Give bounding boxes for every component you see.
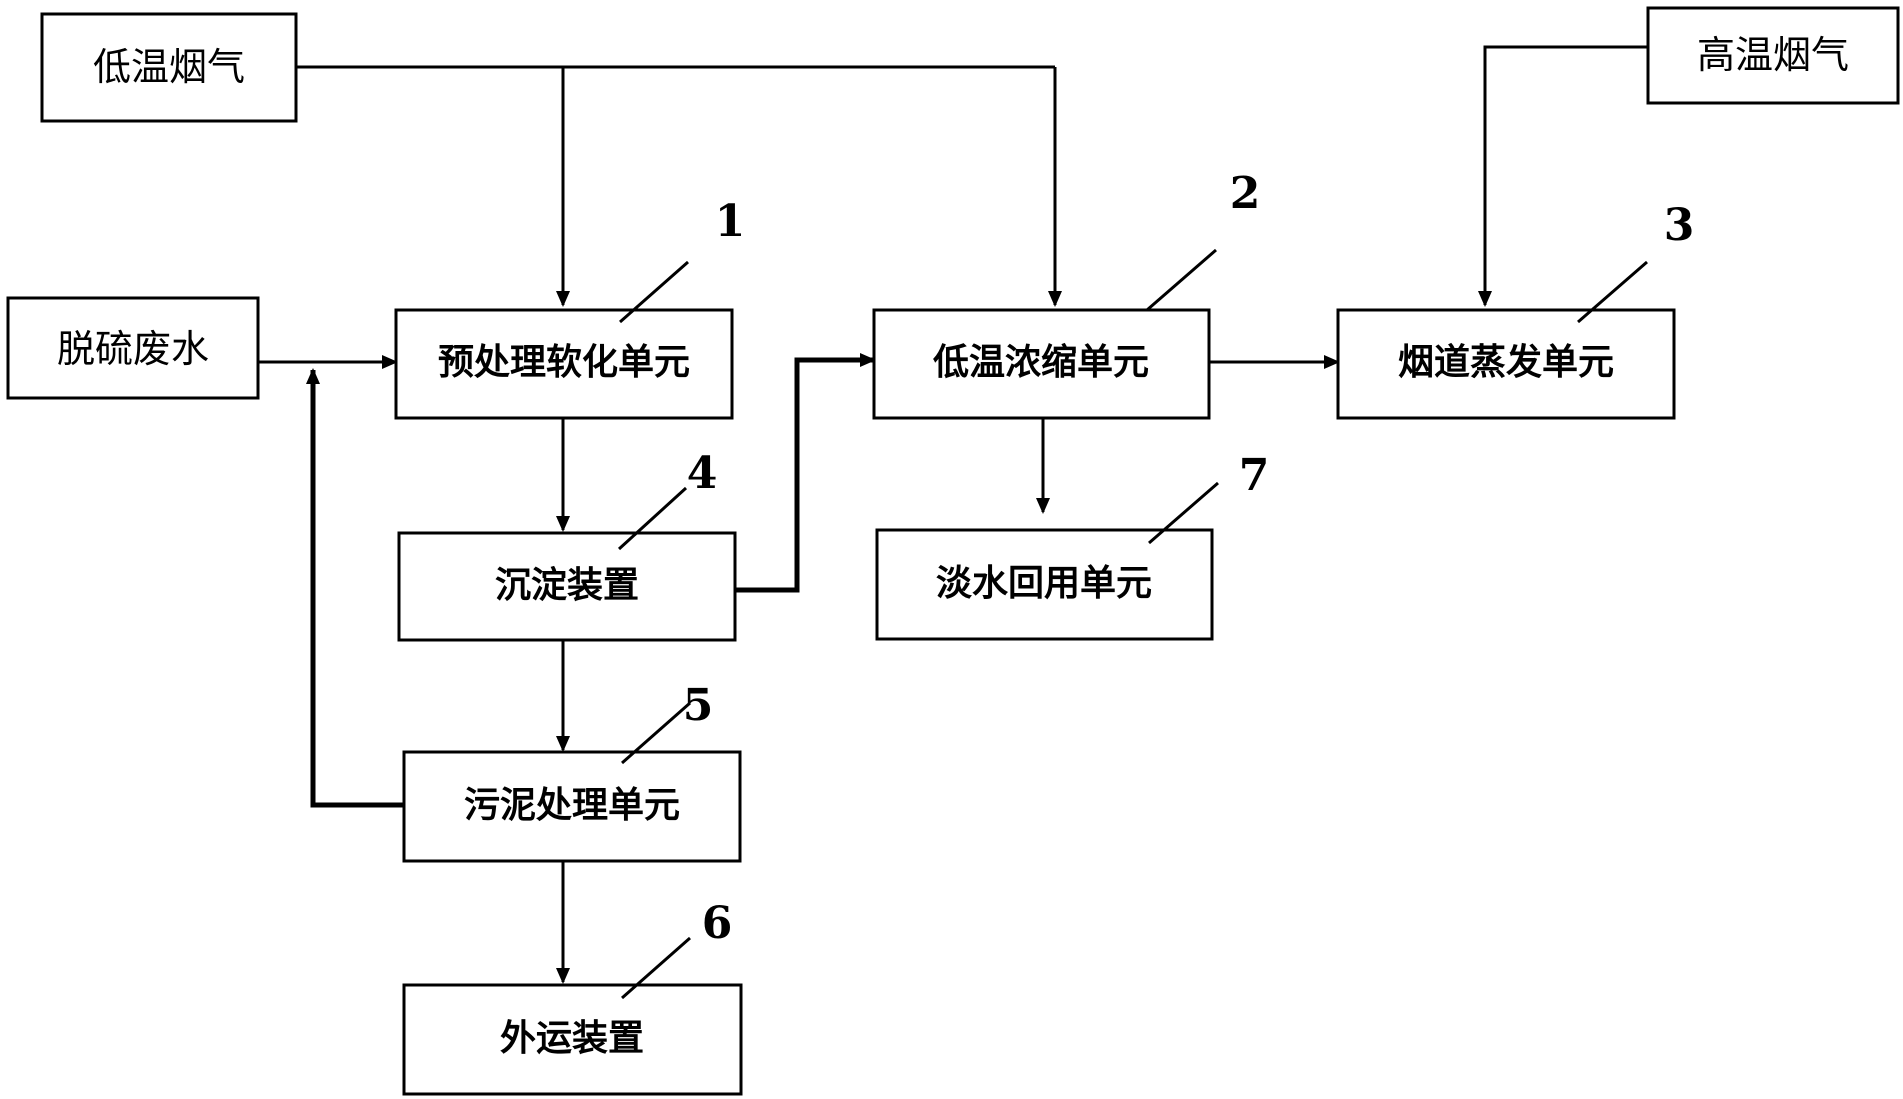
node-sludge-treatment: 污泥处理单元 [402, 750, 742, 863]
node-low-temp-flue-gas: 低温烟气 [40, 12, 298, 123]
node-pretreatment-softening: 预处理软化单元 [394, 308, 734, 420]
node-low-temp-concentration: 低温浓缩单元 [872, 308, 1211, 420]
node-high-temp-flue-gas: 高温烟气 [1646, 6, 1900, 105]
callout-number: 4 [687, 448, 718, 499]
callout-number: 6 [702, 898, 733, 949]
node-label: 预处理软化单元 [438, 342, 690, 383]
edge-high-temp-gas-to-evaporation [1478, 45, 1648, 307]
callout-4: 4 [617, 448, 718, 551]
node-label: 烟道蒸发单元 [1398, 342, 1614, 383]
callout-3: 3 [1577, 200, 1695, 324]
callout-6: 6 [621, 898, 733, 1000]
callout-5: 5 [621, 680, 714, 765]
callout-number: 3 [1664, 200, 1695, 251]
node-label: 淡水回用单元 [936, 563, 1152, 604]
node-label: 低温浓缩单元 [933, 342, 1149, 383]
node-sedimentation: 沉淀装置 [397, 531, 737, 642]
node-label: 高温烟气 [1697, 33, 1849, 77]
edge-sludge-recycle [306, 368, 404, 808]
edge-sedimentation-to-concentration [733, 353, 876, 593]
callout-1: 1 [619, 196, 746, 324]
node-desulfurization-wastewater: 脱硫废水 [6, 296, 260, 400]
callout-number: 1 [715, 196, 746, 247]
node-label: 低温烟气 [93, 45, 245, 89]
callout-number: 7 [1239, 450, 1270, 501]
node-label: 沉淀装置 [495, 565, 639, 606]
node-label: 污泥处理单元 [464, 785, 680, 826]
node-freshwater-reuse: 淡水回用单元 [875, 528, 1214, 641]
callout-2: 2 [1146, 168, 1261, 312]
callout-number: 5 [683, 680, 714, 731]
node-transport-out: 外运装置 [402, 983, 743, 1096]
node-flue-evaporation: 烟道蒸发单元 [1336, 308, 1676, 420]
node-label: 脱硫废水 [57, 327, 209, 371]
callout-7: 7 [1148, 450, 1270, 545]
node-label: 外运装置 [500, 1018, 644, 1059]
callout-number: 2 [1230, 168, 1261, 219]
